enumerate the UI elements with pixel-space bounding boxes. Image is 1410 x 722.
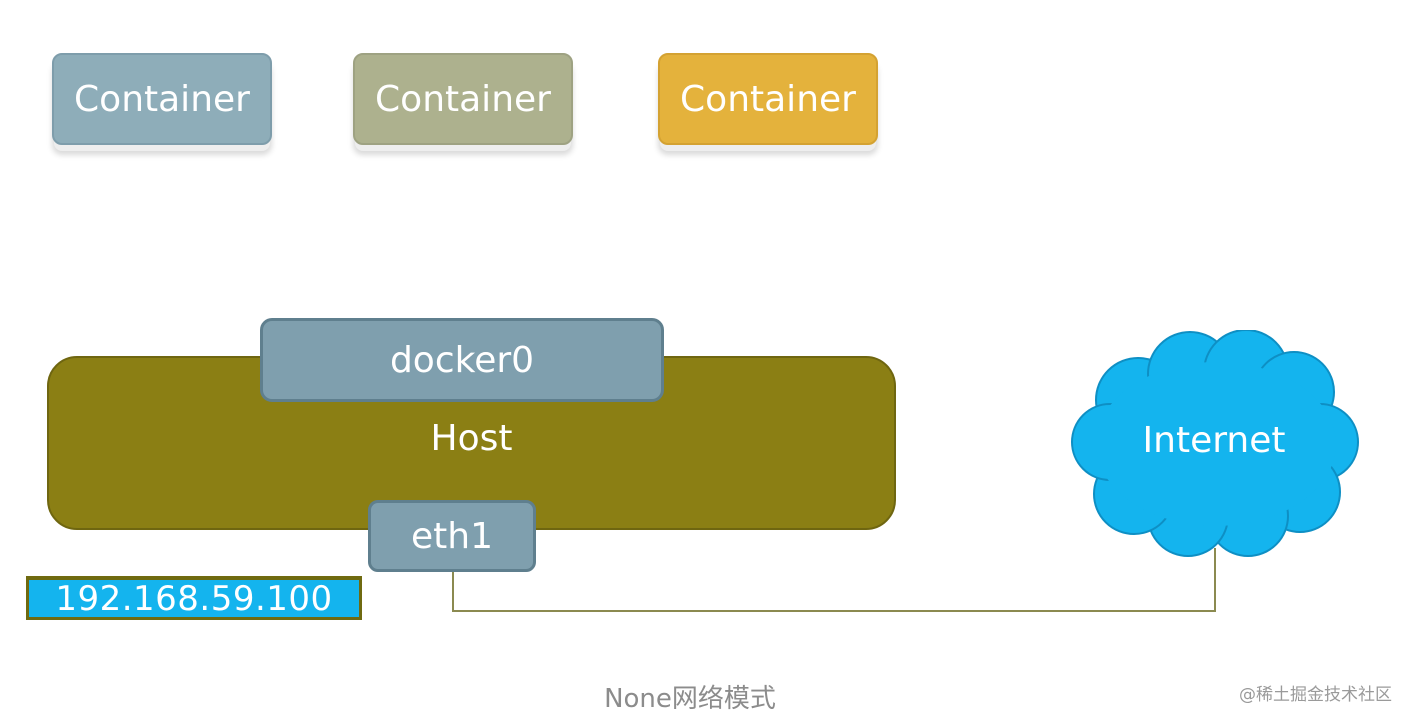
docker0-bridge: docker0 (260, 318, 664, 402)
watermark: @稀土掘金技术社区 (1239, 685, 1392, 705)
internet-cloud-icon (1071, 330, 1359, 557)
host-label: Host (430, 418, 513, 459)
docker0-label: docker0 (389, 339, 535, 381)
ip-address-label: 192.168.59.100 (55, 578, 333, 619)
container-label: Container (680, 78, 856, 120)
container-box-3: Container (658, 53, 878, 145)
container-box-1: Container (52, 53, 272, 145)
eth1-label: eth1 (411, 515, 493, 557)
container-label: Container (74, 78, 250, 120)
internet-label: Internet (1142, 420, 1286, 461)
ip-address-box: 192.168.59.100 (26, 576, 362, 620)
container-box-2: Container (353, 53, 573, 145)
diagram-caption: None网络模式 (604, 684, 776, 714)
eth1-interface: eth1 (368, 500, 536, 572)
connection-line (452, 548, 1216, 612)
container-label: Container (375, 78, 551, 120)
